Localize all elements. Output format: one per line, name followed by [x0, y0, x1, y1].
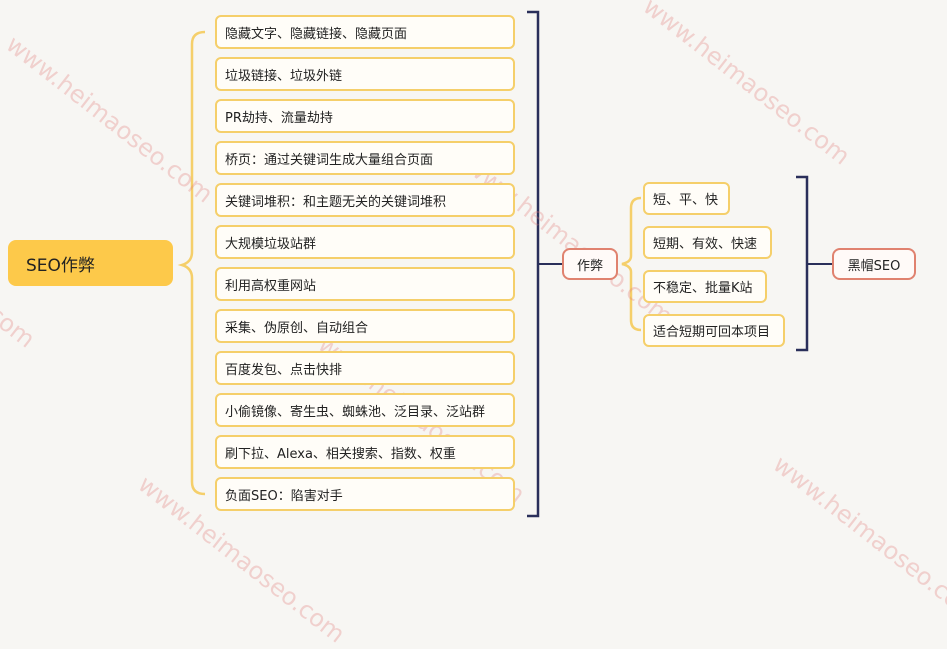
item-node-5[interactable]: 关键词堆积：和主题无关的关键词堆积: [215, 183, 515, 217]
item-label: 关键词堆积：和主题无关的关键词堆积: [225, 194, 447, 210]
item-label: 桥页：通过关键词生成大量组合页面: [225, 152, 434, 168]
trait-node-4[interactable]: 适合短期可回本项目: [643, 314, 785, 347]
item-node-8[interactable]: 采集、伪原创、自动组合: [215, 309, 515, 343]
item-node-1[interactable]: 隐藏文字、隐藏链接、隐藏页面: [215, 15, 515, 49]
trait-label: 短期、有效、快速: [653, 237, 758, 252]
item-label: 负面SEO：陷害对手: [225, 488, 343, 504]
item-node-4[interactable]: 桥页：通过关键词生成大量组合页面: [215, 141, 515, 175]
root-node-seo-cheating[interactable]: SEO作弊: [8, 240, 173, 286]
item-label: 百度发包、点击快排: [225, 362, 343, 378]
center-curly-brace: [621, 196, 642, 332]
center-node-cheating[interactable]: 作弊: [562, 248, 618, 280]
item-label: 采集、伪原创、自动组合: [225, 320, 369, 336]
root-node-label: SEO作弊: [26, 255, 95, 276]
items-bracket: [527, 10, 540, 518]
item-label: 小偷镜像、寄生虫、蜘蛛池、泛目录、泛站群: [225, 404, 486, 420]
black-hat-seo-node[interactable]: 黑帽SEO: [832, 248, 916, 280]
trait-node-3[interactable]: 不稳定、批量K站: [643, 270, 767, 303]
item-node-9[interactable]: 百度发包、点击快排: [215, 351, 515, 385]
item-node-11[interactable]: 刷下拉、Alexa、相关搜索、指数、权重: [215, 435, 515, 469]
item-label: 隐藏文字、隐藏链接、隐藏页面: [225, 26, 408, 42]
trait-label: 不稳定、批量K站: [653, 281, 753, 296]
center-node-label: 作弊: [576, 258, 603, 274]
item-node-6[interactable]: 大规模垃圾站群: [215, 225, 515, 259]
item-label: 大规模垃圾站群: [225, 236, 317, 252]
item-node-2[interactable]: 垃圾链接、垃圾外链: [215, 57, 515, 91]
item-label: PR劫持、流量劫持: [225, 110, 333, 126]
trait-node-2[interactable]: 短期、有效、快速: [643, 226, 772, 259]
item-label: 利用高权重网站: [225, 278, 317, 294]
trait-label: 适合短期可回本项目: [653, 325, 771, 340]
item-label: 垃圾链接、垃圾外链: [225, 68, 343, 84]
item-node-12[interactable]: 负面SEO：陷害对手: [215, 477, 515, 511]
trait-label: 短、平、快: [653, 193, 719, 208]
trait-node-1[interactable]: 短、平、快: [643, 182, 730, 215]
item-node-7[interactable]: 利用高权重网站: [215, 267, 515, 301]
item-node-3[interactable]: PR劫持、流量劫持: [215, 99, 515, 133]
item-node-10[interactable]: 小偷镜像、寄生虫、蜘蛛池、泛目录、泛站群: [215, 393, 515, 427]
root-curly-brace: [177, 30, 206, 496]
traits-bracket: [796, 175, 809, 352]
item-label: 刷下拉、Alexa、相关搜索、指数、权重: [225, 446, 456, 462]
connector-layer: [177, 10, 832, 518]
black-hat-seo-label: 黑帽SEO: [847, 258, 901, 274]
